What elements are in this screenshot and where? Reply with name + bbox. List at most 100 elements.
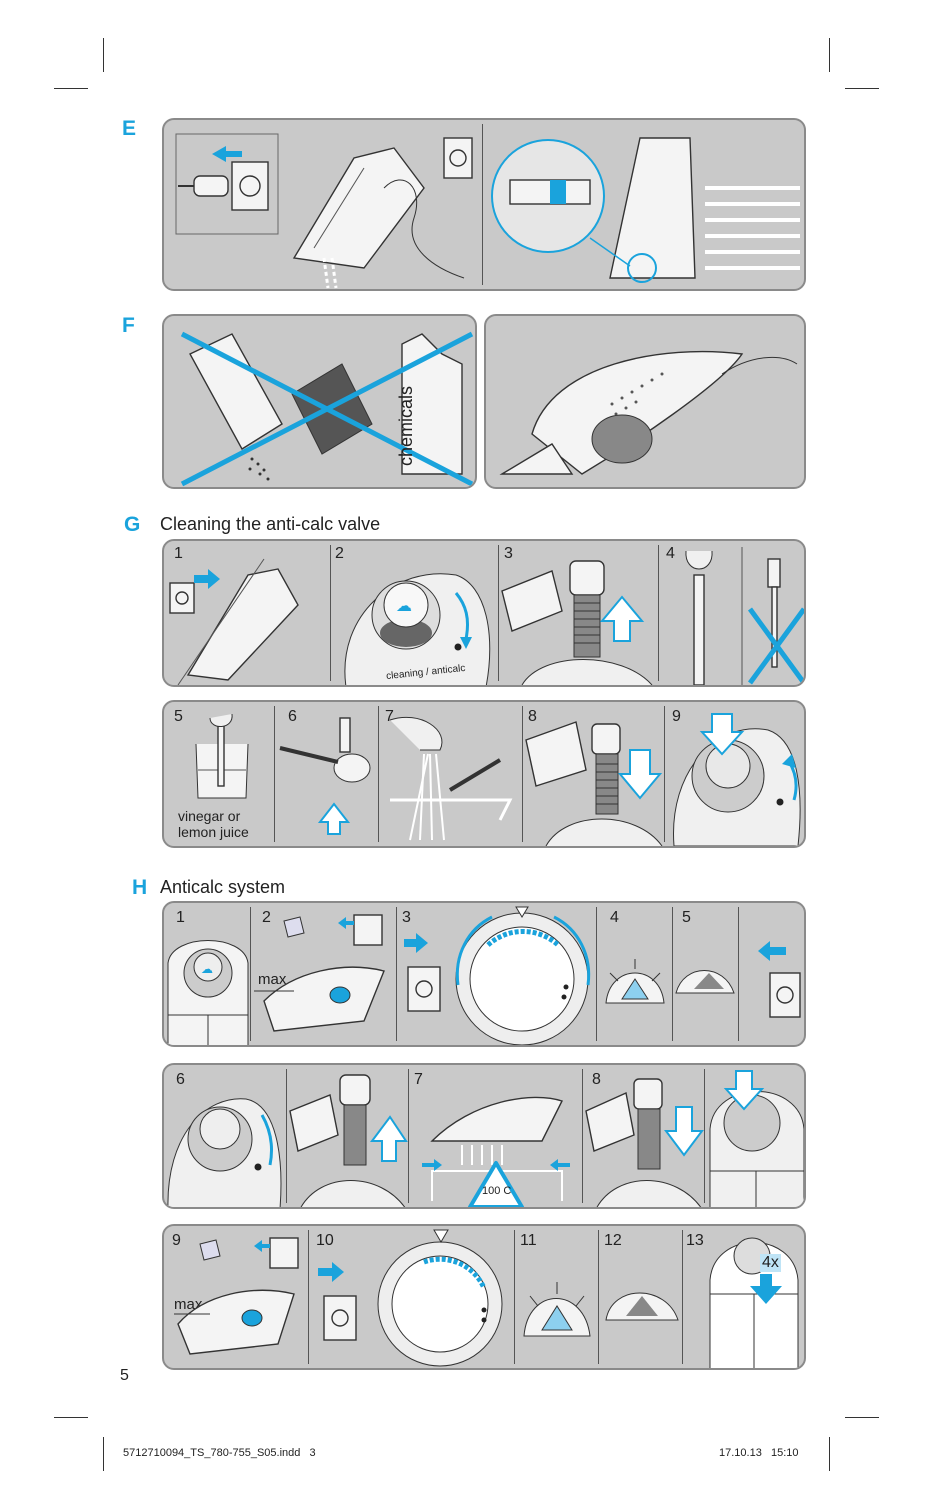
crop-mark (845, 1417, 879, 1418)
section-g-row2-panel: 5 6 7 8 9 vinegar or lemon juice (162, 700, 806, 848)
step-number: 2 (262, 909, 271, 926)
step-number: 9 (172, 1232, 181, 1249)
svg-text:☁: ☁ (201, 962, 213, 976)
section-g-letter: G (124, 513, 141, 536)
section-e-letter: E (122, 117, 137, 140)
step-number: 3 (504, 545, 513, 562)
panel-divider (274, 706, 275, 842)
repeat-count-label: 4x (760, 1254, 781, 1272)
h10-timer-dial-illustration (377, 1229, 503, 1367)
section-h-row3-panel: 9 10 11 12 13 max 4x (162, 1224, 806, 1370)
section-h-title: Anticalc system (160, 877, 286, 897)
h3-timer-dial-illustration (455, 906, 591, 1045)
panel-divider (498, 545, 499, 681)
h12-light-off-illustration (605, 1292, 679, 1321)
svg-text:☁: ☁ (396, 596, 412, 615)
g6-brush-illustration (279, 717, 371, 835)
cleaning-products-illustration (180, 331, 474, 487)
panel-divider (482, 124, 483, 285)
panel-divider (598, 1230, 599, 1364)
h8-valve-insert-illustration (585, 1078, 704, 1207)
valve-detail-illustration (491, 137, 800, 283)
section-f-letter: F (122, 314, 135, 337)
footer-datetime: 17.10.13 15:10 (719, 1447, 799, 1459)
panel-divider (408, 1069, 409, 1203)
crop-mark (845, 88, 879, 89)
panel-divider (514, 1230, 515, 1364)
panel-divider (378, 706, 379, 842)
panel-divider (250, 907, 251, 1041)
section-h-row1-panel: 1 2 3 4 5 ☁ max (162, 901, 806, 1047)
panel-divider (658, 545, 659, 681)
section-g-row1-panel: 1 2 3 4 ☁ cleaning / anticalc (162, 539, 806, 687)
step-number: 1 (176, 909, 185, 926)
crop-mark (54, 1417, 88, 1418)
h5-unplug-illustration (758, 941, 801, 1018)
step-number: 4 (610, 909, 619, 926)
h7-steam-iron-illustration (422, 1096, 570, 1207)
panel-divider (330, 545, 331, 681)
crop-mark (829, 38, 830, 72)
h5-light-off-illustration (675, 970, 735, 994)
g7-rinse-illustration (389, 716, 513, 841)
max-label: max (258, 971, 287, 988)
section-h-letter: H (132, 876, 148, 899)
panel-divider (738, 907, 739, 1041)
vinegar-caption-line2: lemon juice (178, 824, 249, 840)
temp-warning-label: 100 C (482, 1185, 512, 1197)
step-number: 11 (520, 1232, 537, 1249)
panel-divider (522, 706, 523, 842)
g8-valve-insert-illustration (525, 721, 663, 846)
panel-divider (672, 907, 673, 1041)
step-number: 5 (174, 708, 183, 725)
h3-plug-in-illustration (404, 933, 441, 1012)
h10-plug-in-illustration (318, 1262, 357, 1341)
iron-hand-illustration (292, 137, 473, 289)
g9-dial-reset-illustration (673, 713, 801, 846)
g1-plug-iron-illustration (169, 558, 299, 685)
step-number: 7 (414, 1071, 423, 1088)
section-h-row2-panel: 6 7 8 100 C (162, 1063, 806, 1209)
h13-dial-illustration (709, 1237, 799, 1368)
panel-divider (308, 1230, 309, 1364)
section-g-title: Cleaning the anti-calc valve (160, 514, 381, 534)
section-f-panel-left: chemicals (162, 314, 477, 489)
step-number: 6 (288, 708, 297, 725)
step-number: 6 (176, 1071, 185, 1088)
panel-divider (596, 907, 597, 1041)
h6-valve-lift-illustration (289, 1074, 408, 1207)
h2-fill-water-illustration (254, 914, 385, 1032)
vinegar-caption-line1: vinegar or (178, 808, 241, 824)
crop-mark (829, 1437, 830, 1471)
unplug-illustration (175, 133, 279, 235)
step-number: 8 (528, 708, 537, 725)
crop-mark (103, 38, 104, 72)
h4-light-illustration (605, 959, 665, 1004)
section-f-panel-right (484, 314, 806, 489)
step-number: 9 (672, 708, 681, 725)
page-number: 5 (120, 1367, 129, 1384)
chemicals-label: chemicals (396, 385, 416, 466)
step-number: 2 (335, 545, 344, 562)
step-number: 13 (686, 1232, 704, 1249)
g3-valve-lift-illustration (501, 560, 653, 685)
panel-divider (582, 1069, 583, 1203)
step-number: 12 (604, 1232, 622, 1249)
h1-dial-illustration: ☁ (167, 940, 249, 1045)
crop-mark (103, 1437, 104, 1471)
step-number: 8 (592, 1071, 601, 1088)
step-number: 4 (666, 545, 675, 562)
g5-soak-glass-illustration (195, 713, 249, 799)
panel-divider (396, 907, 397, 1041)
panel-divider (664, 706, 665, 842)
footer-filename: 5712710094_TS_780-755_S05.indd 3 (123, 1447, 316, 1459)
panel-divider (682, 1230, 683, 1364)
h8-dial-reset-illustration (709, 1070, 804, 1207)
panel-divider (704, 1069, 705, 1203)
h11-light-illustration (523, 1282, 591, 1337)
step-number: 10 (316, 1232, 334, 1249)
step-number: 1 (174, 545, 183, 562)
panel-divider (286, 1069, 287, 1203)
soleplate-cleaning-illustration (499, 350, 798, 475)
crop-mark (54, 88, 88, 89)
